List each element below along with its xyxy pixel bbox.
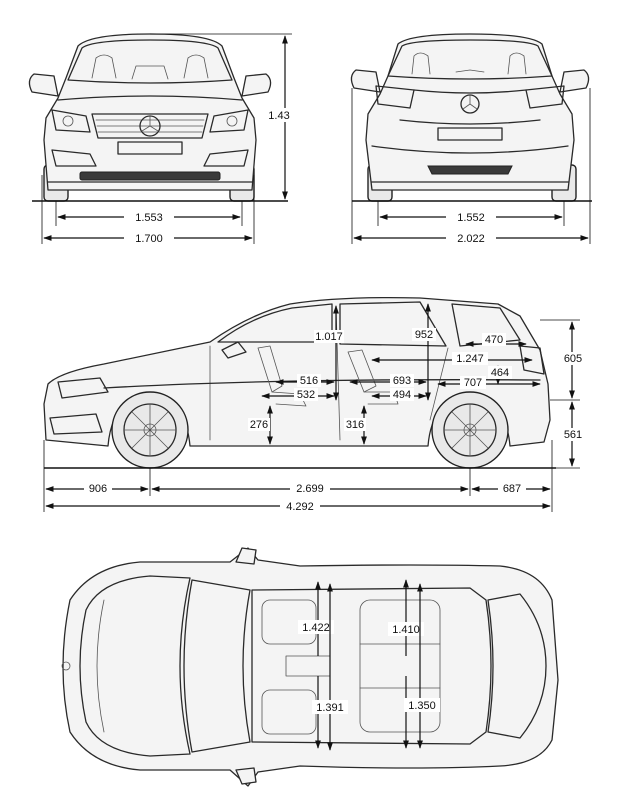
rear-seat-depth-label: 494	[393, 389, 411, 401]
front-seat-height-label: 276	[250, 419, 268, 431]
rear-hip-width-label: 1.350	[408, 700, 436, 712]
overall-height-label: 1.43	[268, 110, 289, 122]
front-overhang-label: 906	[89, 483, 107, 495]
rear-shoulder-width-label: 1.410	[392, 624, 420, 636]
front-view: 1.553 1.700 1.43	[28, 33, 292, 245]
front-seat-depth-label: 516	[300, 375, 318, 387]
wheelbase-label: 2.699	[296, 483, 324, 495]
interior-length-label: 1.247	[456, 353, 484, 365]
cargo-height-lower-label: 561	[564, 429, 582, 441]
front-legroom-label: 532	[297, 389, 315, 401]
rear-view: 1.552 2.022	[350, 33, 592, 245]
width-with-mirrors-label: 2.022	[457, 233, 485, 245]
cargo-length-floor-label: 707	[464, 377, 482, 389]
side-view: 1.017 952 470 1.247 464 707 605 561 51	[43, 296, 586, 513]
front-track-label: 1.553	[135, 212, 163, 224]
front-hip-width-label: 1.391	[316, 702, 344, 714]
rear-overhang-label: 687	[503, 483, 521, 495]
front-car-body	[28, 33, 272, 202]
front-shoulder-width-label: 1.422	[302, 622, 330, 634]
cargo-length-mid-label: 464	[491, 367, 509, 379]
top-car-body	[61, 547, 559, 787]
rear-legroom-label: 693	[393, 375, 411, 387]
rear-car-body	[350, 33, 590, 202]
headroom-front-label: 1.017	[315, 331, 343, 343]
rear-seat-height-label: 316	[346, 419, 364, 431]
headroom-rear-label: 952	[415, 329, 433, 341]
top-view: 1.422 1.410 1.391 1.350	[61, 547, 559, 787]
overall-length-label: 4.292	[286, 501, 314, 513]
rear-track-label: 1.552	[457, 212, 485, 224]
cargo-length-top-label: 470	[485, 334, 503, 346]
cargo-height-upper-label: 605	[564, 353, 582, 365]
front-width-label: 1.700	[135, 233, 163, 245]
